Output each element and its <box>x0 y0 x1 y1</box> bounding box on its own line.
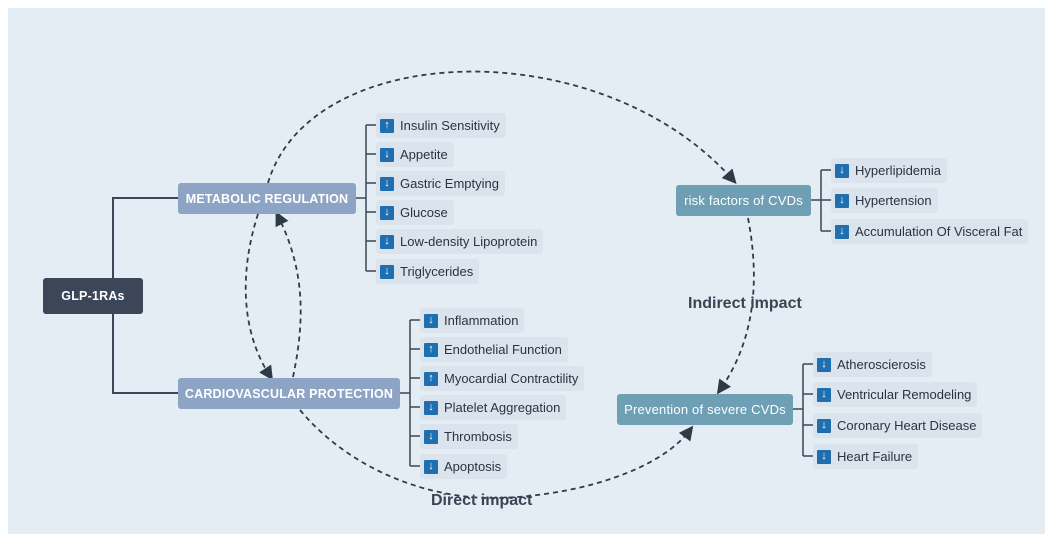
cardiovascular-protection-node[interactable]: CARDIOVASCULAR PROTECTION <box>178 378 400 409</box>
leaf-label: Inflammation <box>444 313 519 328</box>
leaf-item[interactable]: ↓ Gastric Emptying <box>376 171 505 196</box>
leaf-item[interactable]: ↑ Endothelial Function <box>420 337 568 362</box>
leaf-item[interactable]: ↓ Low-density Lipoprotein <box>376 229 544 254</box>
leaf-label: Low-density Lipoprotein <box>400 234 538 249</box>
arrow-icon: ↓ <box>835 224 849 239</box>
arrow-icon: ↓ <box>380 205 394 220</box>
arrow-icon: ↓ <box>817 449 831 464</box>
arrow-icon: ↑ <box>424 342 438 357</box>
leaf-label: Thrombosis <box>444 429 512 444</box>
arrow-icon: ↓ <box>424 313 438 328</box>
cardio-bracket <box>400 319 420 467</box>
leaf-label: Insulin Sensitivity <box>400 118 500 133</box>
indirect-impact-label: Indirect impact <box>688 295 802 312</box>
arrow-icon: ↓ <box>835 163 849 178</box>
leaf-item[interactable]: ↓ Apoptosis <box>420 454 508 479</box>
arrow-icon: ↓ <box>380 264 394 279</box>
arrow-icon: ↓ <box>380 147 394 162</box>
leaf-label: Apoptosis <box>444 459 502 474</box>
arrow-icon: ↓ <box>835 193 849 208</box>
leaf-label: Hyperlipidemia <box>855 163 941 178</box>
metabolic-regulation-node[interactable]: METABOLIC REGULATION <box>178 183 356 214</box>
arc-metabolic-to-cardio <box>244 213 273 381</box>
leaf-label: Gastric Emptying <box>400 176 499 191</box>
leaf-item[interactable]: ↓ Atheroscierosis <box>813 352 932 377</box>
arc-risk-to-prevention <box>716 217 755 395</box>
leaf-item[interactable]: ↓ Glucose <box>376 200 454 225</box>
leaf-label: Endothelial Function <box>444 342 562 357</box>
arrow-icon: ↓ <box>380 234 394 249</box>
leaf-item[interactable]: ↓ Heart Failure <box>813 444 919 469</box>
arrow-icon: ↓ <box>817 387 831 402</box>
leaf-label: Hypertension <box>855 193 932 208</box>
arrow-icon: ↓ <box>424 429 438 444</box>
leaf-label: Myocardial Contractility <box>444 371 579 386</box>
arrow-icon: ↓ <box>424 459 438 474</box>
arrow-icon: ↓ <box>817 357 831 372</box>
leaf-label: Atheroscierosis <box>837 357 926 372</box>
leaf-label: Accumulation Of Visceral Fat <box>855 224 1023 239</box>
risk-bracket <box>811 169 831 232</box>
leaf-item[interactable]: ↑ Insulin Sensitivity <box>376 113 506 138</box>
leaf-item[interactable]: ↓ Hyperlipidemia <box>831 158 947 183</box>
arrow-icon: ↑ <box>380 118 394 133</box>
prevention-bracket <box>793 363 813 457</box>
leaf-label: Triglycerides <box>400 264 474 279</box>
metabolic-bracket <box>356 124 376 272</box>
leaf-item[interactable]: ↓ Ventricular Remodeling <box>813 382 978 407</box>
arrow-icon: ↓ <box>817 418 831 433</box>
direct-impact-label: Direct impact <box>431 492 533 509</box>
arc-cardio-to-metabolic <box>275 211 302 378</box>
leaf-label: Ventricular Remodeling <box>837 387 972 402</box>
leaf-label: Glucose <box>400 205 448 220</box>
leaf-label: Appetite <box>400 147 448 162</box>
risk-factors-node[interactable]: risk factors of CVDs <box>676 185 811 216</box>
leaf-item[interactable]: ↓ Accumulation Of Visceral Fat <box>831 219 1029 244</box>
prevention-node[interactable]: Prevention of severe CVDs <box>617 394 793 425</box>
leaf-label: Coronary Heart Disease <box>837 418 977 433</box>
leaf-item[interactable]: ↓ Triglycerides <box>376 259 480 284</box>
leaf-item[interactable]: ↓ Thrombosis <box>420 424 518 449</box>
leaf-item[interactable]: ↓ Hypertension <box>831 188 938 213</box>
leaf-item[interactable]: ↓ Platelet Aggregation <box>420 395 567 420</box>
leaf-label: Platelet Aggregation <box>444 400 561 415</box>
leaf-label: Heart Failure <box>837 449 913 464</box>
arc-metabolic-to-risk <box>267 70 737 185</box>
leaf-item[interactable]: ↑ Myocardial Contractility <box>420 366 585 391</box>
arrow-icon: ↓ <box>380 176 394 191</box>
leaf-item[interactable]: ↓ Inflammation <box>420 308 525 333</box>
root-node[interactable]: GLP-1RAs <box>43 278 143 314</box>
arrow-icon: ↓ <box>424 400 438 415</box>
arc-cardio-to-prevention <box>299 409 694 499</box>
leaf-item[interactable]: ↓ Coronary Heart Disease <box>813 413 983 438</box>
arrow-icon: ↑ <box>424 371 438 386</box>
leaf-item[interactable]: ↓ Appetite <box>376 142 454 167</box>
